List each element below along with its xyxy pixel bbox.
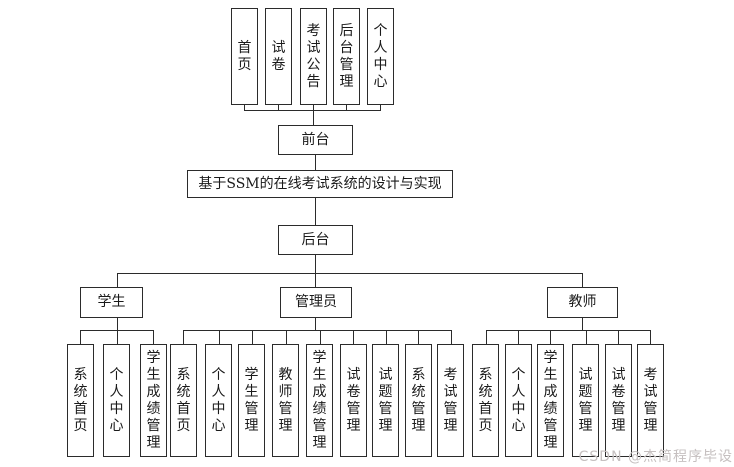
connector-line	[117, 330, 118, 344]
connector-line	[346, 105, 347, 110]
connector-line	[315, 255, 316, 273]
connector-line	[117, 273, 118, 287]
teacher-module-exam-manage: 考试管理	[637, 344, 664, 457]
connector-line	[315, 273, 316, 287]
connector-line	[183, 330, 184, 344]
back-stage-box: 后台	[278, 225, 353, 255]
connector-line	[313, 105, 314, 110]
front-stage-box: 前台	[278, 125, 353, 155]
connector-line	[278, 105, 279, 110]
connector-line	[219, 330, 220, 344]
admin-module-score-manage: 学生成绩管理	[306, 344, 333, 457]
connector-line	[315, 155, 316, 170]
connector-line	[518, 330, 519, 344]
connector-line	[117, 273, 583, 274]
teacher-module-question-manage: 试题管理	[572, 344, 599, 457]
connector-line	[252, 330, 253, 344]
connector-line	[313, 110, 314, 125]
front-module-exam-paper: 试卷	[265, 8, 292, 105]
admin-module-system-home: 系统首页	[170, 344, 197, 457]
connector-line	[80, 330, 81, 344]
project-title-box: 基于SSM的在线考试系统的设计与实现	[187, 170, 453, 198]
connector-line	[486, 330, 651, 331]
front-module-backend-manage: 后台管理	[333, 8, 360, 105]
admin-module-teacher-manage: 教师管理	[272, 344, 299, 457]
admin-module-student-manage: 学生管理	[238, 344, 265, 457]
connector-line	[582, 318, 583, 330]
admin-module-personal-center: 个人中心	[205, 344, 232, 457]
student-module-system-home: 系统首页	[67, 344, 94, 457]
admin-module-system-manage: 系统管理	[405, 344, 432, 457]
connector-line	[286, 330, 287, 344]
connector-line	[486, 330, 487, 344]
admin-module-question-manage: 试题管理	[372, 344, 399, 457]
role-teacher-box: 教师	[547, 287, 618, 318]
connector-line	[320, 330, 321, 344]
connector-line	[418, 330, 419, 344]
connector-line	[244, 105, 245, 110]
connector-line	[650, 330, 651, 344]
admin-module-paper-manage: 试卷管理	[340, 344, 367, 457]
front-module-personal-center: 个人中心	[367, 8, 394, 105]
connector-line	[153, 330, 154, 344]
connector-line	[244, 110, 381, 111]
connector-line	[380, 105, 381, 110]
connector-line	[315, 318, 316, 330]
connector-line	[386, 330, 387, 344]
teacher-module-system-home: 系统首页	[472, 344, 499, 457]
connector-line	[550, 330, 551, 344]
connector-line	[618, 330, 619, 344]
connector-line	[117, 318, 118, 330]
front-module-exam-notice: 考试公告	[300, 8, 327, 105]
teacher-module-personal-center: 个人中心	[505, 344, 532, 457]
role-admin-box: 管理员	[280, 287, 352, 318]
admin-module-exam-manage: 考试管理	[437, 344, 464, 457]
connector-line	[183, 330, 452, 331]
csdn-watermark: CSDN @杰简程序毕设	[578, 449, 733, 465]
connector-line	[353, 330, 354, 344]
connector-line	[451, 330, 452, 344]
front-module-home: 首页	[231, 8, 258, 105]
student-module-personal-center: 个人中心	[103, 344, 130, 457]
teacher-module-score-manage: 学生成绩管理	[537, 344, 564, 457]
role-student-box: 学生	[80, 287, 143, 318]
student-module-score-manage: 学生成绩管理	[140, 344, 167, 457]
connector-line	[582, 273, 583, 287]
teacher-module-paper-manage: 试卷管理	[605, 344, 632, 457]
connector-line	[586, 330, 587, 344]
connector-line	[315, 198, 316, 225]
